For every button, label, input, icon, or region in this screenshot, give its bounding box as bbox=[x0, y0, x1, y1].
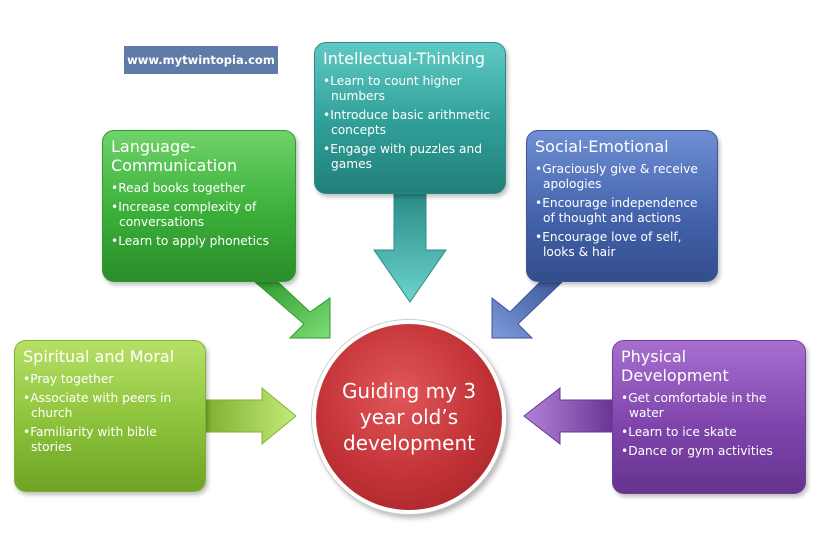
box-title: Language- Communication bbox=[111, 137, 238, 175]
list-item: Engage with puzzles and games bbox=[323, 142, 495, 172]
list-item: Learn to count higher numbers bbox=[323, 74, 495, 104]
list-item: Encourage love of self, looks & hair bbox=[535, 230, 707, 260]
box-list: Get comfortable in the water Learn to ic… bbox=[621, 391, 795, 459]
list-item: Increase complexity of conversations bbox=[111, 200, 285, 230]
center-title: Guiding my 3 year old’s development bbox=[341, 379, 477, 455]
box-language-communication: Language- Communication Read books toget… bbox=[102, 130, 296, 282]
list-item: Associate with peers in church bbox=[23, 391, 195, 421]
arrow-language-to-center bbox=[253, 281, 331, 339]
list-item: Graciously give & receive apologies bbox=[535, 162, 707, 192]
box-list: Read books together Increase complexity … bbox=[111, 181, 285, 249]
site-watermark: www.mytwintopia.com bbox=[124, 46, 278, 74]
list-item: Pray together bbox=[23, 372, 195, 387]
box-title: Intellectual-Thinking bbox=[323, 49, 485, 68]
list-item: Dance or gym activities bbox=[621, 444, 795, 459]
list-item: Introduce basic arithmetic concepts bbox=[323, 108, 495, 138]
box-title: Physical Development bbox=[621, 347, 729, 385]
box-title: Spiritual and Moral bbox=[23, 347, 175, 366]
list-item: Learn to ice skate bbox=[621, 425, 795, 440]
box-list: Graciously give & receive apologies Enco… bbox=[535, 162, 707, 260]
center-circle: Guiding my 3 year old’s development bbox=[312, 320, 506, 514]
box-spiritual-moral: Spiritual and Moral Pray together Associ… bbox=[14, 340, 206, 492]
box-intellectual-thinking: Intellectual-Thinking Learn to count hig… bbox=[314, 42, 506, 194]
list-item: Read books together bbox=[111, 181, 285, 196]
box-social-emotional: Social-Emotional Graciously give & recei… bbox=[526, 130, 718, 282]
box-list: Pray together Associate with peers in ch… bbox=[23, 372, 195, 455]
arrow-intellectual-to-center bbox=[373, 193, 447, 303]
arrow-spiritual-to-center bbox=[205, 386, 297, 446]
list-item: Encourage independence of thought and ac… bbox=[535, 196, 707, 226]
list-item: Familiarity with bible stories bbox=[23, 425, 195, 455]
list-item: Get comfortable in the water bbox=[621, 391, 795, 421]
arrow-physical-to-center bbox=[523, 386, 613, 446]
box-physical-development: Physical Development Get comfortable in … bbox=[612, 340, 806, 494]
arrow-social-to-center bbox=[491, 281, 564, 339]
list-item: Learn to apply phonetics bbox=[111, 234, 285, 249]
box-list: Learn to count higher numbers Introduce … bbox=[323, 74, 495, 172]
box-title: Social-Emotional bbox=[535, 137, 669, 156]
